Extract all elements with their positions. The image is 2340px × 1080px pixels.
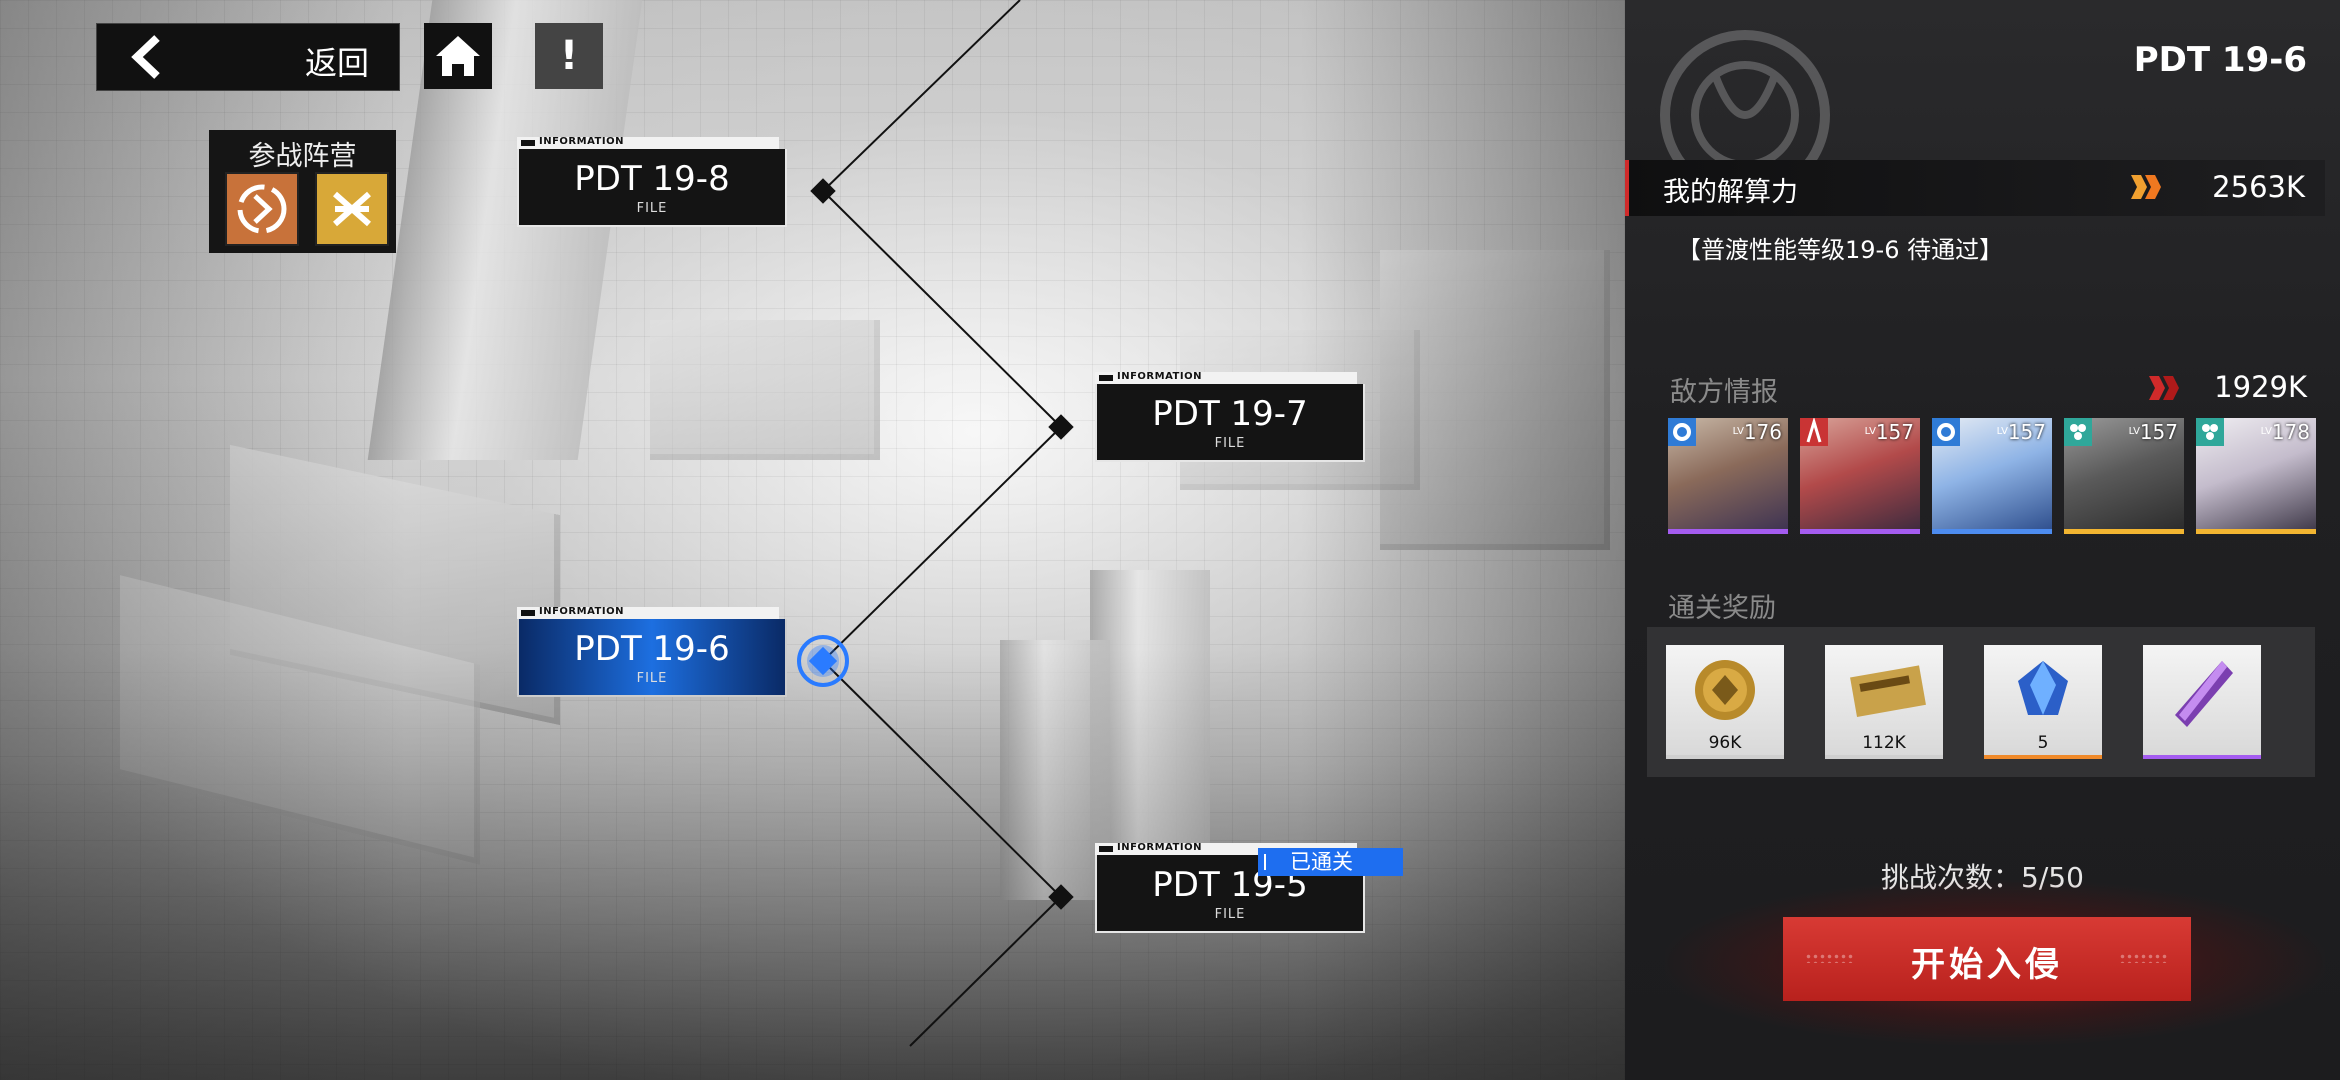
reward-item[interactable] — [2143, 645, 2261, 759]
route-lines — [797, 0, 1074, 1047]
enemy-card[interactable]: LV 157 — [1932, 418, 2052, 534]
enemy-card[interactable]: LV 157 — [2064, 418, 2184, 534]
stage-node-19-6[interactable]: INFORMATION PDT 19-6 FILE — [517, 606, 791, 702]
stage-map: INFORMATION PDT 19-8 FILE INFORMATION PD… — [0, 0, 1625, 1080]
stage-name: PDT 19-6 — [574, 629, 730, 669]
stage-file-label: FILE — [1214, 907, 1246, 922]
stage-name: PDT 19-7 — [1152, 394, 1308, 434]
stage-node-19-5[interactable]: INFORMATION PDT 19-5 FILE — [1095, 842, 1369, 938]
yellow-faction-icon — [315, 172, 389, 246]
cleared-badge: 已通关 — [1258, 848, 1403, 876]
enemy-card[interactable]: LV 176 — [1668, 418, 1788, 534]
city-tower — [1090, 570, 1210, 870]
stage-info-tab: INFORMATION — [1095, 371, 1357, 384]
faction-panel: 参战阵营 — [209, 130, 396, 253]
my-power-label: 我的解算力 — [1663, 177, 1798, 208]
info-button[interactable]: ! — [535, 23, 603, 89]
enemy-power-icon — [2149, 376, 2179, 400]
purple-shard-icon — [2175, 661, 2233, 727]
rewards-list: 96K 112K 5 — [1647, 627, 2315, 777]
back-label: 返回 — [304, 44, 369, 82]
start-invasion-button[interactable]: 开始入侵 — [1783, 917, 2191, 1001]
exclamation-icon: ! — [559, 33, 579, 79]
stage-info-tab: INFORMATION — [517, 606, 779, 619]
stage-detail-panel: PDT 19-6 我的解算力 2563K 【普渡性能等级19-6 待通过】 敌方… — [1625, 0, 2340, 1080]
stage-node-19-8[interactable]: INFORMATION PDT 19-8 FILE — [517, 136, 791, 232]
cleared-label: 已通关 — [1290, 850, 1353, 874]
stage-info-tab: INFORMATION — [517, 136, 779, 149]
rewards-label: 通关奖励 — [1668, 593, 1776, 624]
chevron-left-icon — [131, 35, 160, 79]
blue-crystal-icon — [2018, 661, 2068, 715]
stage-info-tag: INFORMATION — [1117, 842, 1202, 853]
stage-file-label: FILE — [636, 671, 668, 686]
stage-node-19-7[interactable]: INFORMATION PDT 19-7 FILE — [1095, 371, 1369, 467]
start-invasion-label: 开始入侵 — [1911, 945, 2063, 985]
reward-item[interactable]: 96K — [1666, 645, 1784, 759]
pending-status: 【普渡性能等级19-6 待通过】 — [1677, 236, 2004, 264]
city-block — [650, 320, 880, 460]
exp-card-icon — [1850, 665, 1926, 717]
enemy-power-value: 1929K — [2214, 370, 2307, 404]
gear-class-icon — [1932, 418, 1960, 446]
orange-faction-icon — [225, 172, 299, 246]
home-button[interactable] — [424, 23, 492, 89]
stage-info-tag: INFORMATION — [1117, 371, 1202, 382]
city-block — [1380, 250, 1610, 550]
current-node-marker — [797, 635, 849, 687]
enemy-card[interactable]: LV 157 — [1800, 418, 1920, 534]
flower-class-icon — [2196, 418, 2224, 446]
enemy-level: 157 — [1875, 420, 1914, 444]
gear-class-icon — [1668, 418, 1696, 446]
reward-item[interactable]: 112K — [1825, 645, 1943, 759]
enemy-card[interactable]: LV 178 — [2196, 418, 2316, 534]
city-tower — [1000, 640, 1110, 900]
flower-class-icon — [2064, 418, 2092, 446]
tower-class-icon — [1800, 418, 1828, 446]
faction-title: 参战阵营 — [248, 141, 357, 172]
reward-quantity: 5 — [2037, 733, 2049, 753]
enemy-level: 178 — [2271, 420, 2310, 444]
stage-info-tag: INFORMATION — [539, 606, 624, 617]
stage-title: PDT 19-6 — [2133, 40, 2307, 80]
reward-quantity: 96K — [1708, 733, 1742, 753]
enemy-level: 176 — [1743, 420, 1782, 444]
enemy-level: 157 — [2007, 420, 2046, 444]
enemy-info-label: 敌方情报 — [1670, 377, 1778, 408]
stage-file-label: FILE — [636, 201, 668, 216]
my-power-value: 2563K — [2212, 170, 2305, 204]
gold-coin-icon — [1695, 660, 1755, 720]
my-power-row: 我的解算力 2563K — [1625, 160, 2325, 216]
back-button[interactable]: 返回 — [96, 23, 400, 91]
home-icon — [436, 36, 480, 76]
enemy-level: 157 — [2139, 420, 2178, 444]
stage-name: PDT 19-8 — [574, 159, 730, 199]
power-icon — [2131, 175, 2161, 199]
reward-item[interactable]: 5 — [1984, 645, 2102, 759]
stage-file-label: FILE — [1214, 436, 1246, 451]
stage-info-tag: INFORMATION — [539, 136, 624, 147]
reward-quantity: 112K — [1862, 733, 1906, 753]
